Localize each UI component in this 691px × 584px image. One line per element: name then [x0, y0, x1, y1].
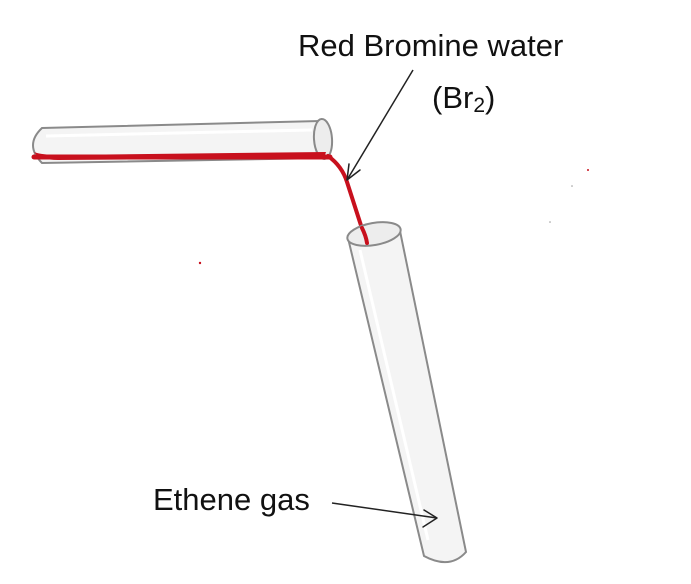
speck	[571, 185, 573, 187]
pouring-tube-highlight	[45, 128, 313, 138]
speck	[549, 221, 551, 223]
speck	[198, 261, 202, 265]
bromine-label-arrow	[346, 69, 414, 181]
bromine-pour-stream	[326, 154, 368, 243]
pouring-test-tube	[31, 118, 334, 165]
ethene-tube-body	[346, 229, 468, 563]
formula-open: (Br	[432, 80, 474, 115]
bromine-drop-at-mouth	[360, 226, 369, 245]
bromine-water-label: Red Bromine water	[298, 28, 564, 63]
ethene-tube-highlight	[358, 249, 430, 541]
formula-subscript: 2	[473, 94, 486, 117]
formula-close: )	[485, 80, 496, 115]
ethene-test-tube	[346, 221, 468, 563]
ethene-label-arrow	[331, 502, 438, 528]
ethene-gas-label: Ethene gas	[153, 482, 310, 517]
speck	[587, 169, 589, 171]
bromine-formula-label: (Br2)	[432, 82, 495, 116]
